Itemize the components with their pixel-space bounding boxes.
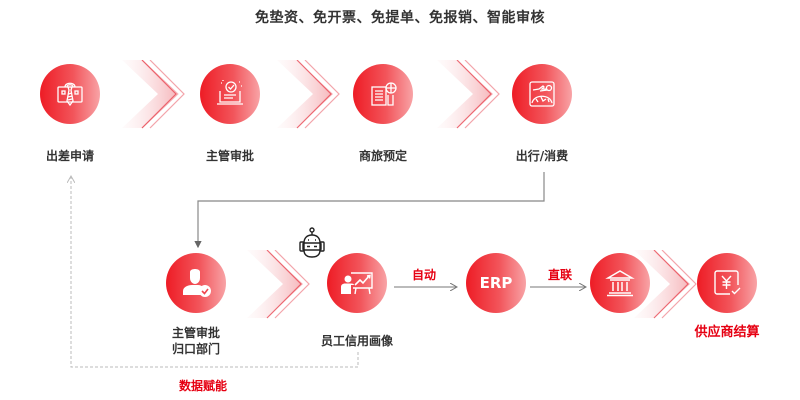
bank-icon [605,270,635,297]
diagram-title: 免垫资、免开票、免提单、免报销、智能审核 [255,10,545,26]
label-line-2: 归口部门 [171,342,220,356]
chevron-arrow-4 [247,250,310,319]
node-label-credit-profile: 员工信用画像 [320,334,393,348]
node-label-travel-booking: 商旅预定 [358,149,407,163]
feedback-dashed-loop [71,176,359,368]
node-travel-request [40,64,100,124]
node-label-travel-expense: 出行/消费 [515,149,569,163]
edge-label-auto: 自动 [412,268,437,282]
edge-label-direct: 直联 [548,268,573,282]
user-check-icon [183,269,211,297]
chevron-arrow-2 [277,60,340,129]
robot-icon [299,227,325,258]
briefcase-tie-icon [57,82,83,107]
node-label-department-approval: 主管审批 归口部门 [166,325,226,357]
node-credit-profile [327,253,387,313]
laptop-check-icon [217,80,243,105]
chevron-arrow-5 [634,250,697,319]
node-travel-expense [512,64,572,124]
node-bank [590,253,650,313]
erp-text: ERP [479,274,513,292]
node-erp: ERP [466,253,526,313]
node-travel-booking [353,64,413,124]
chevron-arrow-1 [122,60,185,129]
edge-label-data-empower: 数据赋能 [179,379,228,393]
node-manager-approval [200,64,260,124]
flow-connector-top-to-bottom [194,172,545,249]
label-line-1: 主管审批 [171,326,220,340]
chevron-arrow-3 [437,60,500,129]
presentation-chart-icon [341,272,373,295]
yen-receipt-icon [714,270,741,295]
node-label-manager-approval: 主管审批 [205,149,254,163]
building-globe-icon [371,82,397,106]
node-label-supplier-settlement: 供应商结算 [694,325,760,340]
node-department-approval [166,253,226,313]
node-label-travel-request: 出差申请 [45,149,94,163]
node-supplier-settlement [697,253,757,313]
plane-globe-icon [529,81,555,107]
